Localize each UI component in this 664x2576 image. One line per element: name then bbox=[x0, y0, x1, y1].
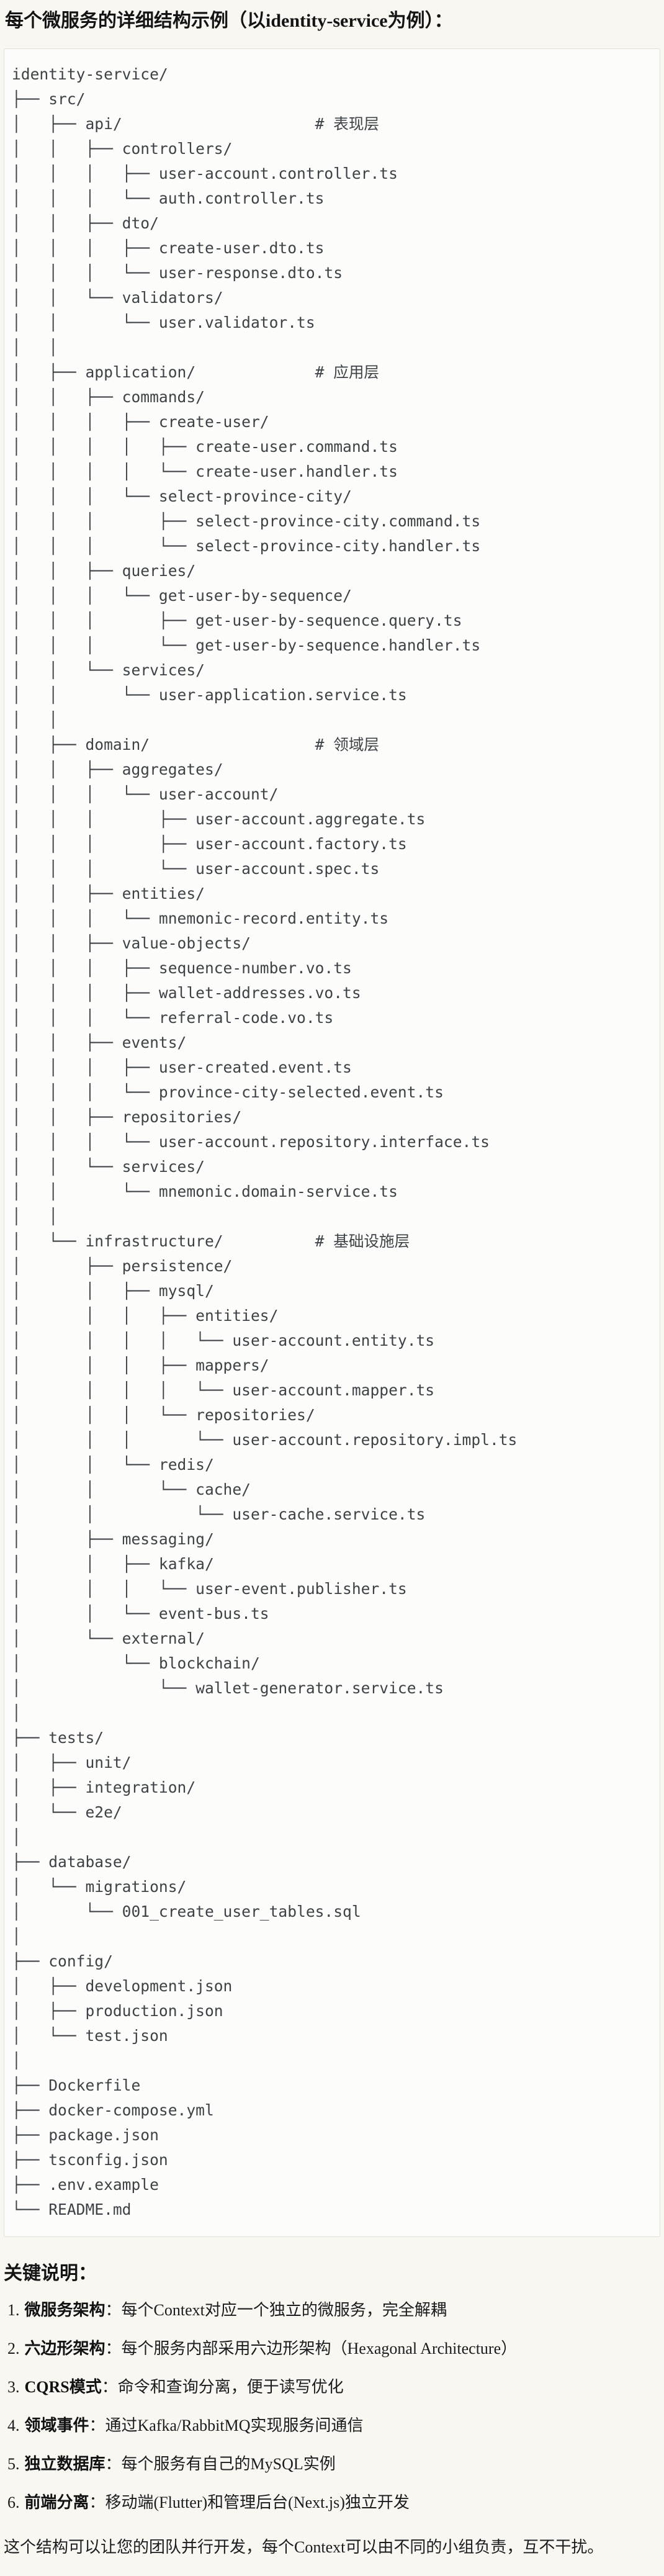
item-label: 领域事件 bbox=[24, 2416, 89, 2434]
list-item: 2.六边形架构：每个服务内部采用六边形架构（Hexagonal Architec… bbox=[7, 2338, 660, 2360]
notes-heading: 关键说明： bbox=[4, 2263, 97, 2284]
list-item: 6.前端分离：移动端(Flutter)和管理后台(Next.js)独立开发 bbox=[7, 2492, 660, 2514]
notes-list: 1.微服务架构：每个Context对应一个独立的微服务，完全解耦 2.六边形架构… bbox=[4, 2299, 660, 2514]
item-text: ：每个服务内部采用六边形架构（Hexagonal Architecture） bbox=[105, 2340, 518, 2358]
item-label: 六边形架构 bbox=[24, 2340, 105, 2358]
item-text: ：命令和查询分离，便于读写优化 bbox=[101, 2378, 344, 2396]
item-label: CQRS模式 bbox=[24, 2378, 102, 2396]
item-text: ：通过Kafka/RabbitMQ实现服务间通信 bbox=[89, 2416, 364, 2434]
item-text: ：移动端(Flutter)和管理后台(Next.js)独立开发 bbox=[89, 2493, 410, 2511]
list-item: 4.领域事件：通过Kafka/RabbitMQ实现服务间通信 bbox=[7, 2415, 660, 2437]
item-number: 6. bbox=[7, 2493, 20, 2511]
list-item: 5.独立数据库：每个服务有自己的MySQL实例 bbox=[7, 2453, 660, 2475]
directory-tree: identity-service/ ├── src/ │ ├── api/ # … bbox=[12, 65, 518, 2218]
list-item: 3.CQRS模式：命令和查询分离，便于读写优化 bbox=[7, 2376, 660, 2398]
item-number: 4. bbox=[7, 2416, 20, 2434]
item-label: 微服务架构 bbox=[24, 2301, 105, 2319]
closing-paragraph: 这个结构可以让您的团队并行开发，每个Context可以由不同的小组负责，互不干扰… bbox=[4, 2538, 604, 2556]
item-text: ：每个服务有自己的MySQL实例 bbox=[105, 2455, 336, 2473]
item-text: ：每个Context对应一个独立的微服务，完全解耦 bbox=[105, 2301, 447, 2319]
item-number: 1. bbox=[7, 2301, 20, 2319]
item-number: 2. bbox=[7, 2340, 20, 2358]
item-label: 独立数据库 bbox=[24, 2455, 105, 2473]
item-number: 3. bbox=[7, 2378, 20, 2396]
list-item: 1.微服务架构：每个Context对应一个独立的微服务，完全解耦 bbox=[7, 2299, 660, 2322]
directory-tree-block: identity-service/ ├── src/ │ ├── api/ # … bbox=[4, 48, 660, 2237]
item-label: 前端分离 bbox=[24, 2493, 89, 2511]
page-title: 每个微服务的详细结构示例（以identity-service为例）： bbox=[5, 11, 453, 31]
item-number: 5. bbox=[7, 2455, 20, 2473]
